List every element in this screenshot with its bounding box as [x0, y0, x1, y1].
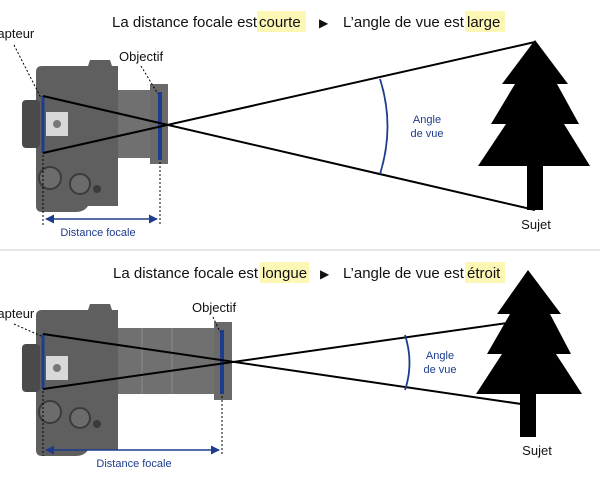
subject-label: Sujet	[521, 217, 551, 232]
angle-label-line1: Angle	[413, 114, 441, 126]
panel-long-focal: La distance focale est longue ▶ L’angle …	[0, 262, 582, 470]
panel-title: La distance focale est longue ▶ L’angle …	[113, 262, 505, 283]
title-result: large	[467, 14, 500, 31]
camera	[22, 304, 232, 456]
control-dial	[69, 173, 91, 195]
panel-title: La distance focale est courte ▶ L’angle …	[112, 11, 505, 32]
tree-shape	[478, 40, 590, 210]
title-keyword: longue	[262, 265, 307, 282]
camera-grip	[22, 344, 40, 392]
title-keyword: courte	[259, 14, 301, 31]
tree-shape	[476, 270, 582, 437]
camera	[22, 60, 168, 212]
shutter-button	[93, 185, 101, 193]
ray-bottom	[42, 41, 536, 154]
lens-leader	[140, 65, 159, 95]
title-middle: L’angle de vue est	[343, 14, 465, 31]
keyword-highlight	[257, 11, 306, 32]
hot-shoe-contact	[53, 364, 61, 372]
panel-short-focal: La distance focale est courte ▶ L’angle …	[0, 11, 590, 239]
ray-top	[42, 333, 529, 406]
angle-arc	[404, 334, 411, 391]
angle-label-line1: Angle	[426, 350, 454, 362]
lens-leader	[212, 316, 221, 333]
angle-arc	[379, 78, 389, 175]
angle-label-line2: de vue	[410, 128, 443, 140]
shutter-button	[93, 420, 101, 428]
sensor-leader	[13, 44, 42, 99]
sensor-label: Capteur	[0, 306, 35, 321]
subject-label: Sujet	[522, 443, 552, 458]
focal-label: Distance focale	[96, 458, 171, 470]
arrow-icon: ▶	[320, 267, 330, 281]
lens-barrel	[118, 328, 214, 394]
subject-tree	[476, 270, 582, 437]
hot-shoe-contact	[53, 120, 61, 128]
mode-dial	[38, 166, 62, 190]
result-highlight	[465, 262, 505, 283]
control-dial	[69, 407, 91, 429]
keyword-highlight	[260, 262, 309, 283]
title-result: étroit	[467, 265, 501, 282]
mode-dial	[38, 400, 62, 424]
result-highlight	[465, 11, 505, 32]
sensor-label: Capteur	[0, 26, 35, 41]
sensor-leader	[13, 323, 42, 337]
ray-bottom	[42, 319, 529, 390]
lens-barrel	[118, 90, 150, 158]
camera-grip	[22, 100, 40, 148]
lens-label: Objectif	[119, 49, 163, 64]
title-prefix: La distance focale est	[112, 14, 258, 31]
subject-tree	[478, 40, 590, 210]
ray-top	[42, 95, 536, 211]
arrow-icon: ▶	[319, 16, 329, 30]
focal-label: Distance focale	[60, 227, 135, 239]
angle-label-line2: de vue	[423, 364, 456, 376]
title-prefix: La distance focale est	[113, 265, 259, 282]
title-middle: L’angle de vue est	[343, 265, 465, 282]
lens-label: Objectif	[192, 300, 236, 315]
